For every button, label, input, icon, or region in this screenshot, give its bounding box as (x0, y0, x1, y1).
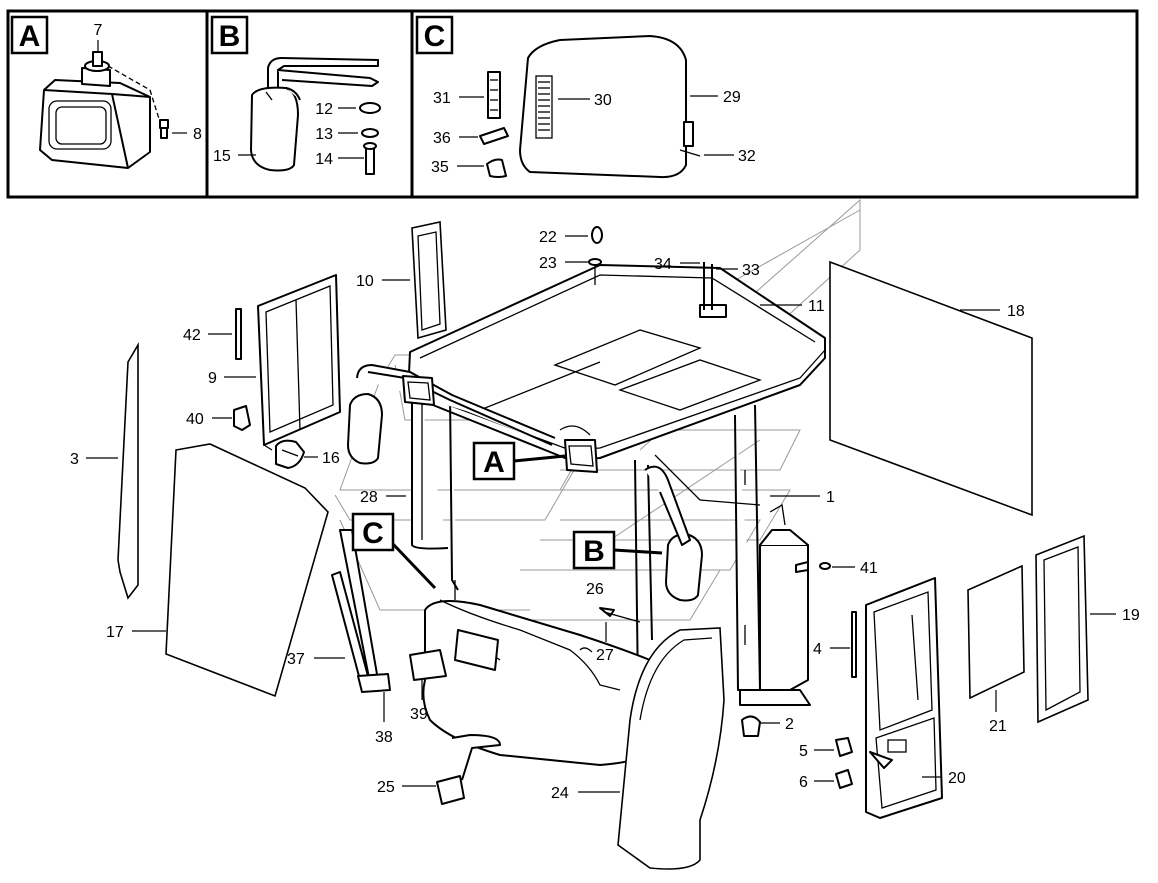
inset-c: C 31 30 29 36 (415, 15, 756, 179)
right-door (865, 577, 943, 819)
label-35: 35 (431, 159, 449, 176)
svg-text:A: A (483, 446, 505, 479)
label-38: 38 (375, 729, 393, 746)
label-41: 41 (860, 560, 878, 577)
label-39: 39 (410, 706, 428, 723)
label-19: 19 (1122, 607, 1140, 624)
inset-b-letter: B (219, 20, 241, 53)
label-12: 12 (315, 101, 333, 118)
side-glass-19 (1035, 534, 1089, 724)
label-11: 11 (808, 298, 825, 315)
rear-panel-24 (617, 627, 725, 870)
part-22 (591, 226, 603, 244)
label-4: 4 (813, 641, 822, 658)
label-7: 7 (94, 22, 103, 39)
part-23 (588, 258, 602, 266)
callout-a: A (472, 441, 566, 481)
label-30: 30 (594, 92, 612, 109)
label-9: 9 (208, 370, 217, 387)
wiper-assembly (331, 529, 391, 693)
front-top-glass (411, 221, 447, 340)
inset-c-letter: C (424, 20, 446, 53)
label-15: 15 (213, 148, 231, 165)
label-33: 33 (742, 262, 760, 279)
cab-work-lights (402, 375, 598, 473)
handle-25 (436, 734, 501, 805)
part-41-bracket (795, 561, 809, 573)
main-labels: 10 22 23 34 33 11 18 42 9 40 3 16 28 1 4… (70, 229, 1140, 802)
label-1: 1 (826, 489, 835, 506)
mirror-illustration (250, 57, 379, 172)
label-18: 18 (1007, 303, 1025, 320)
label-29: 29 (723, 89, 741, 106)
label-21: 21 (989, 718, 1007, 735)
cab-roof (407, 264, 826, 461)
label-31: 31 (433, 90, 451, 107)
label-6: 6 (799, 774, 808, 791)
clip-16 (275, 439, 305, 469)
label-2: 2 (785, 716, 794, 733)
latch-5 (835, 737, 853, 757)
label-22: 22 (539, 229, 557, 246)
label-42: 42 (183, 327, 201, 344)
svg-text:C: C (362, 517, 384, 550)
foot-2 (741, 715, 761, 737)
label-3: 3 (70, 451, 79, 468)
label-24: 24 (551, 785, 569, 802)
label-40: 40 (186, 411, 204, 428)
panel-39 (409, 649, 447, 681)
panel-39b (454, 629, 499, 671)
label-25: 25 (377, 779, 395, 796)
callout-c: C (351, 512, 437, 590)
rear-glass (829, 260, 1033, 517)
part-41 (819, 562, 831, 570)
label-27: 27 (596, 647, 614, 664)
callout-b: B (572, 530, 663, 570)
label-26: 26 (586, 581, 604, 598)
svg-text:B: B (583, 535, 605, 568)
label-37: 37 (287, 651, 305, 668)
seal-strip-4 (851, 611, 857, 678)
cover-illustration (479, 35, 701, 179)
inset-b: B 12 13 14 15 (210, 15, 381, 175)
inset-a: A 7 8 (10, 15, 202, 169)
label-36: 36 (433, 130, 451, 147)
door-glass-21 (967, 564, 1025, 700)
left-mirror (347, 393, 383, 465)
label-20: 20 (948, 770, 966, 787)
label-5: 5 (799, 743, 808, 760)
label-28: 28 (360, 489, 378, 506)
work-light-illustration (39, 51, 169, 169)
label-23: 23 (539, 255, 557, 272)
label-8: 8 (193, 126, 202, 143)
label-32: 32 (738, 148, 756, 165)
front-door-glass (165, 443, 329, 698)
side-glass-strip (117, 342, 139, 600)
seal-strip (235, 308, 242, 360)
latch-6 (835, 769, 853, 789)
label-13: 13 (315, 126, 333, 143)
bracket-40 (233, 405, 251, 431)
label-10: 10 (356, 273, 374, 290)
inset-a-letter: A (19, 20, 41, 53)
label-16: 16 (322, 450, 340, 467)
label-17: 17 (106, 624, 124, 641)
label-34: 34 (654, 256, 672, 273)
label-14: 14 (315, 151, 333, 168)
left-window-frame (257, 274, 341, 451)
